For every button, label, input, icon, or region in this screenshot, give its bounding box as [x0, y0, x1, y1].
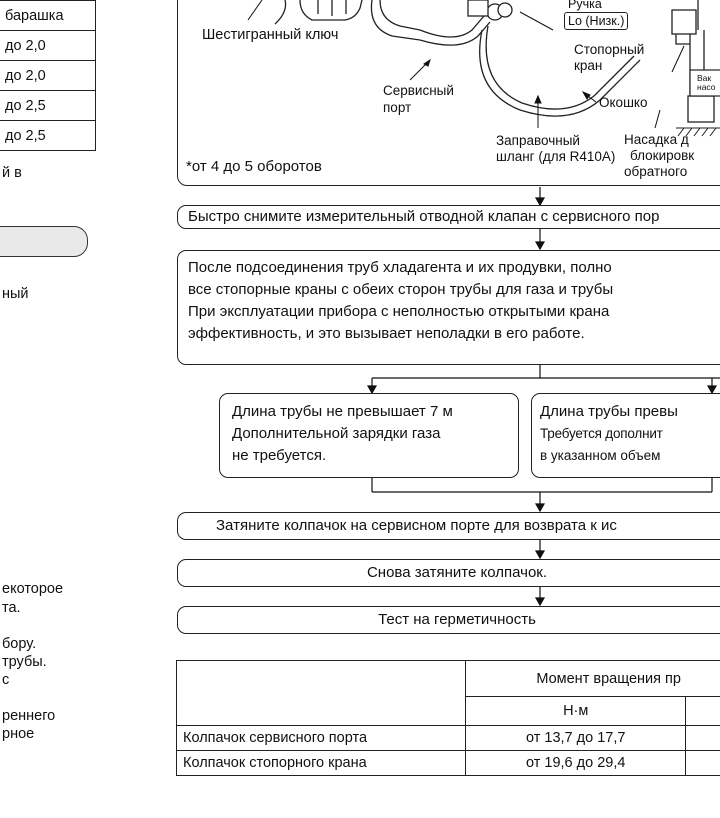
left-text-fragment: рное: [2, 726, 35, 742]
torque-row-label: Колпачок сервисного порта: [175, 725, 467, 751]
torque-row-label: Колпачок стопорного крана: [175, 750, 467, 776]
label-nozzle-line: блокировк: [630, 148, 695, 163]
table-cell: до 2,5: [0, 120, 96, 151]
label-vacuum-pump-line: насо: [697, 82, 716, 92]
step-text: Снова затяните колпачок.: [366, 564, 548, 581]
step-leak-test: Тест на герметичность: [177, 606, 720, 634]
label-hose-line: шланг (для R410A): [496, 149, 616, 164]
branch-text-line: не требуется.: [232, 447, 327, 464]
table-cell: барашка: [0, 0, 96, 31]
arrow-head: [534, 197, 546, 207]
torque-row-value: от 13,7 до 17,7: [465, 725, 687, 751]
arrow-head: [534, 241, 546, 251]
left-text-fragment: с: [2, 672, 10, 688]
label-nozzle: Насадка д блокировк обратного: [624, 132, 694, 180]
hex-key-illustration: [274, 0, 421, 41]
left-text-fragment: екоторое: [2, 581, 64, 597]
arrow-head: [534, 503, 546, 513]
label-hose-line: Заправочный: [496, 133, 580, 148]
table-cell: до 2,0: [0, 30, 96, 61]
step-text-line: эффективность, и это вызывает неполадки …: [188, 325, 585, 342]
torque-row-extra: [685, 750, 720, 776]
label-service-port-line: порт: [383, 100, 412, 115]
label-service-port: Сервисный порт: [383, 82, 454, 116]
vacuum-pump-illustration: [689, 69, 720, 97]
label-hex-key: Шестигранный ключ: [202, 27, 339, 43]
left-text-fragment: трубы.: [2, 654, 47, 670]
step-text-line: После подсоединения труб хладагента и их…: [188, 259, 612, 276]
valve-illustration: [467, 0, 715, 123]
left-spec-table: барашка до 2,0 до 2,0 до 2,5 до 2,5: [0, 0, 96, 151]
branch-text-line: Длина трубы не превышает 7 м: [232, 403, 453, 420]
torque-row-value: от 19,6 до 29,4: [465, 750, 687, 776]
left-text-fragment: реннего: [2, 708, 56, 724]
table-cell: до 2,0: [0, 60, 96, 91]
label-nozzle-line: обратного: [624, 164, 688, 179]
torque-unit: Н·м: [465, 696, 687, 726]
torque-unit-extra: [685, 696, 720, 726]
label-window: Окошко: [599, 95, 648, 110]
label-handle-lo: Lo (Низк.): [568, 14, 625, 28]
floor-hatch: [676, 127, 720, 137]
step-tighten-service-port: Затяните колпачок на сервисном порте для…: [177, 512, 720, 540]
left-text-fragment: ный: [2, 286, 29, 302]
step-text: Затяните колпачок на сервисном порте для…: [216, 517, 617, 534]
table-cell: до 2,5: [0, 90, 96, 121]
branch-text-line: Длина трубы превы: [540, 403, 678, 420]
step-remove-valve: Быстро снимите измерительный отводной кл…: [177, 205, 720, 229]
left-text-fragment: бору.: [2, 636, 37, 652]
branch-long-pipe: Длина трубы превы Требуется дополнит в у…: [531, 393, 720, 478]
branch-text-line: Дополнительной зарядки газа: [232, 425, 441, 442]
label-handle: Ручка: [568, 0, 602, 11]
step-text-line: все стопорные краны с обеих сторон трубы…: [188, 281, 614, 298]
arrow-head: [534, 597, 546, 607]
step-text: Быстро снимите измерительный отводной кл…: [188, 208, 660, 225]
torque-table-header: Момент вращения пр: [465, 660, 720, 697]
arrow-head: [366, 385, 378, 395]
arrow-head: [534, 550, 546, 560]
step-text-line: При эксплуатации прибора с неполностью о…: [188, 303, 610, 320]
label-stop-valve: Стопорный кран: [574, 42, 644, 74]
torque-row-extra: [685, 725, 720, 751]
step-open-valves: После подсоединения труб хладагента и их…: [177, 250, 720, 365]
label-nozzle-line: Насадка д: [624, 132, 689, 147]
label-handle-lo-box: Lo (Низк.): [564, 12, 629, 30]
hose-lines: [419, 0, 705, 117]
torque-table-corner: [175, 660, 467, 726]
branch-text-line: в указанном объем: [540, 448, 661, 463]
arrow-head: [706, 385, 718, 395]
branch-short-pipe: Длина трубы не превышает 7 м Дополнитель…: [219, 393, 519, 478]
label-vacuum-pump-line: Вак: [697, 73, 712, 83]
diagram-box: [177, 0, 720, 186]
torque-table: Момент вращения пр Н·м Колпачок сервисно…: [175, 660, 720, 776]
callout-leaders: [247, 0, 685, 129]
step-retighten-cap: Снова затяните колпачок.: [177, 559, 720, 587]
label-service-port-line: Сервисный: [383, 83, 454, 98]
label-stop-valve-line: кран: [574, 58, 603, 73]
label-charging-hose: Заправочный шланг (для R410A): [496, 133, 615, 165]
label-stop-valve-line: Стопорный: [574, 42, 645, 57]
label-turns: *от 4 до 5 оборотов: [186, 158, 322, 175]
branch-text-line: Требуется дополнит: [540, 426, 663, 441]
left-section-bar: [0, 226, 88, 257]
left-note-fragment: й в: [2, 165, 22, 181]
step-text: Тест на герметичность: [378, 611, 536, 628]
left-text-fragment: та.: [2, 600, 21, 616]
label-vacuum-pump: Вак насо: [697, 74, 716, 92]
